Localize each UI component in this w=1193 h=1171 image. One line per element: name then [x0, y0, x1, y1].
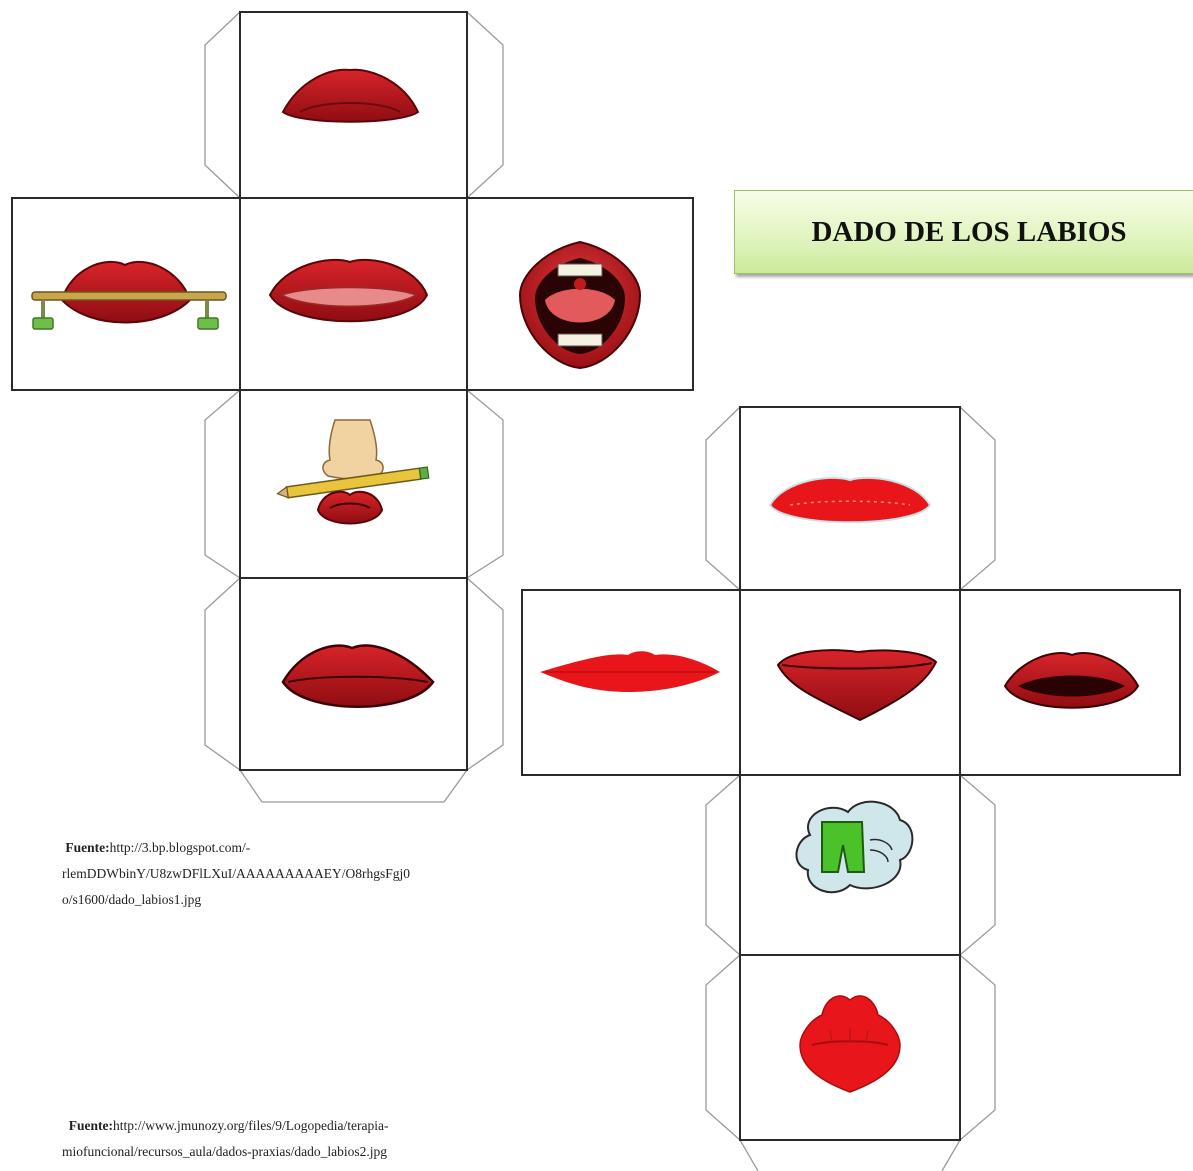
lips-thin-icon: [768, 476, 932, 524]
lips-stick-icon: [31, 260, 227, 330]
dice-1-face-right: [466, 197, 694, 391]
dice-1: [11, 11, 694, 803]
source-2-line-2: miofuncional/recursos_aula/dados-praxias…: [62, 1144, 388, 1159]
lips-tongue-between-icon: [268, 258, 429, 323]
source-1-line-2: rlemDDWbinY/U8zwDFlLXuI/AAAAAAAAAEY/O8rh…: [62, 866, 410, 881]
source-1-line-3: o/s1600/dado_labios1.jpg: [62, 892, 202, 907]
dice-1-face-bottom: [239, 577, 468, 771]
lips-tongue-up-icon: [281, 68, 420, 123]
lips-dark-icon: [1003, 652, 1140, 709]
tongue-out-icon: [776, 649, 938, 722]
dice-2-face-right: [959, 589, 1181, 776]
source-1-line-1: http://3.bp.blogspot.com/-: [109, 840, 251, 855]
lips-stretched-icon: [540, 651, 720, 692]
shorts-cloud-icon: [795, 800, 914, 894]
source-2: Fuente:http://www.jmunozy.org/files/9/Lo…: [62, 1113, 502, 1165]
pencil-nose-icon: [276, 419, 430, 525]
dice-2-flaps: [705, 406, 996, 1171]
page-title: DADO DE LOS LABIOS: [811, 215, 1127, 248]
lips-closed-icon: [281, 644, 435, 708]
source-1: Fuente:http://3.bp.blogspot.com/- rlemDD…: [62, 835, 502, 913]
dice-2-face-bottom: [739, 954, 961, 1141]
title-banner: DADO DE LOS LABIOS: [734, 190, 1193, 274]
dice-2: [521, 406, 1181, 1171]
source-2-line-1: http://www.jmunozy.org/files/9/Logopedia…: [113, 1118, 389, 1133]
dice-1-flaps: [204, 11, 504, 803]
source-2-label: Fuente:: [68, 1118, 113, 1133]
kiss-icon: [799, 995, 901, 1093]
source-1-label: Fuente:: [65, 840, 110, 855]
mouth-open-icon: [518, 240, 642, 370]
